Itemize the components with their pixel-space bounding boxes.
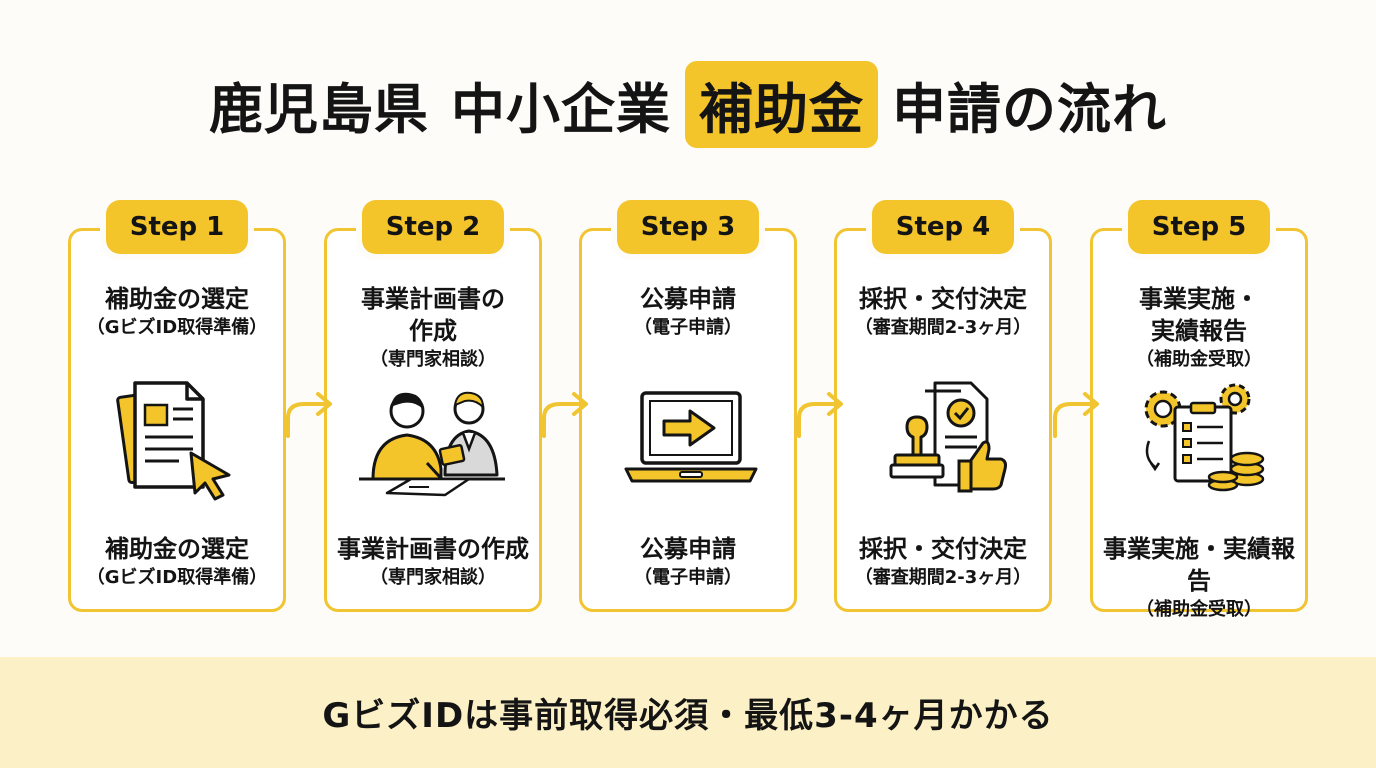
footer-note: GビズIDは事前取得必須・最低3-4ヶ月かかる: [0, 657, 1376, 768]
step-4-badge: Step 4: [872, 200, 1014, 254]
step-4-bottom-title: 採択・交付決定: [859, 535, 1027, 563]
title-middle: 中小企業: [451, 77, 671, 141]
step-3-bottom-title: 公募申請: [640, 535, 736, 563]
step-2-top-sub: （専門家相談）: [370, 349, 496, 370]
step-2-top-title-line1: 事業計画書の: [361, 285, 505, 313]
step-4-bottom-sub: （審査期間2-3ヶ月）: [854, 567, 1032, 588]
page-title: 鹿児島県 中小企業 補助金 申請の流れ: [0, 58, 1376, 150]
step-card-4: 採択・交付決定 （審査期間2-3ヶ月） 採択・交付決定 （審査期間2-3ヶ月）: [834, 228, 1052, 612]
step-3-bottom-sub: （電子申請）: [634, 567, 742, 588]
step-1-top-title: 補助金の選定: [105, 285, 249, 313]
title-suffix: 申請の流れ: [892, 77, 1167, 141]
arrow-right-icon: [797, 392, 843, 438]
step-5-bottom-sub: （補助金受取）: [1136, 599, 1262, 620]
arrow-right-icon: [1053, 392, 1099, 438]
gears-checklist-coins-icon: [1144, 383, 1265, 492]
arrow-right-icon: [286, 392, 332, 438]
step-2-badge: Step 2: [362, 200, 504, 254]
step-1-bottom-title: 補助金の選定: [105, 535, 249, 563]
laptop-arrow-icon: [624, 391, 758, 483]
step-5-top-sub: （補助金受取）: [1136, 349, 1262, 370]
step-5-bottom-title: 事業実施・実績報告: [1103, 535, 1295, 595]
arrow-right-icon: [542, 392, 588, 438]
step-card-5: 事業実施・ 実績報告 （補助金受取） 事業実施・実績報告 （補助金受取）: [1090, 228, 1308, 620]
step-3-badge: Step 3: [617, 200, 759, 254]
step-5-top-title-line1: 事業実施・: [1139, 285, 1259, 313]
step-1-bottom-sub: （GビズID取得準備）: [86, 567, 268, 588]
step-4-top-sub: （審査期間2-3ヶ月）: [854, 317, 1032, 338]
step-1-top-sub: （GビズID取得準備）: [86, 317, 268, 338]
step-card-3: 公募申請 （電子申請） 公募申請 （電子申請）: [579, 228, 797, 612]
step-4-top-title: 採択・交付決定: [859, 285, 1027, 313]
footer-text: GビズIDは事前取得必須・最低3-4ヶ月かかる: [322, 696, 1054, 736]
step-2-bottom-title: 事業計画書の作成: [337, 535, 529, 563]
title-prefix: 鹿児島県: [209, 77, 429, 141]
step-1-badge: Step 1: [106, 200, 248, 254]
stamp-approval-icon: [889, 381, 1007, 493]
step-5-top-title-line2: 実績報告: [1151, 317, 1247, 345]
step-2-bottom-sub: （専門家相談）: [370, 567, 496, 588]
step-2-top-title-line2: 作成: [409, 317, 457, 345]
consultation-icon: [359, 391, 505, 497]
title-highlight: 補助金: [685, 60, 878, 148]
step-3-top-sub: （電子申請）: [634, 317, 742, 338]
step-3-top-title: 公募申請: [640, 285, 736, 313]
document-cursor-icon: [116, 381, 231, 501]
step-card-1: 補助金の選定 （GビズID取得準備） 補助金の選定 （GビズID取得準備）: [68, 228, 286, 612]
step-card-2: 事業計画書の 作成 （専門家相談） 事業計画書の作成 （専門家相談）: [324, 228, 542, 612]
step-5-badge: Step 5: [1128, 200, 1270, 254]
